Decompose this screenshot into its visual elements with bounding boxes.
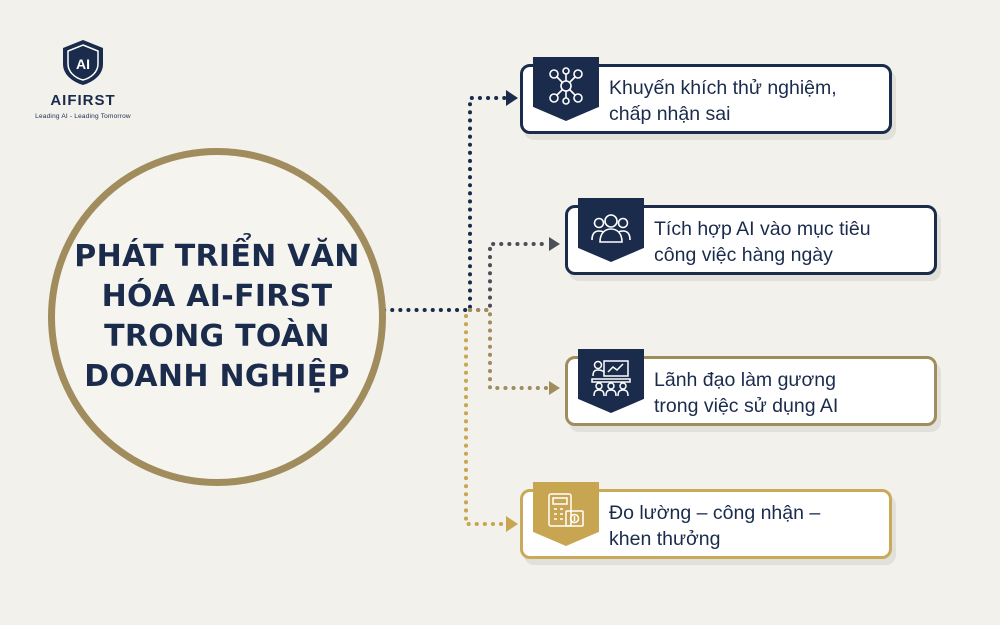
arrowhead-4 bbox=[506, 516, 518, 532]
brand-logo: AI AIFIRST Leading AI - Leading Tomorrow bbox=[28, 38, 138, 120]
item-card-2: Tích hợp AI vào mục tiêu công việc hàng … bbox=[565, 198, 937, 275]
item-3-line1: Lãnh đạo làm gương bbox=[654, 369, 836, 391]
shield-logo-text: AI bbox=[76, 56, 90, 72]
item-2-line2: công việc hàng ngày bbox=[654, 244, 833, 266]
team-icon bbox=[591, 214, 631, 243]
shield-logo-icon: AI bbox=[63, 40, 103, 85]
item-3-line2: trong việc sử dụng AI bbox=[654, 395, 839, 417]
center-title: PHÁT TRIỂN VĂN HÓA AI-FIRST TRONG TOÀN D… bbox=[74, 239, 360, 394]
arrowhead-3 bbox=[549, 381, 560, 395]
connector-navy-1 bbox=[374, 96, 507, 312]
icon-tab-3 bbox=[578, 349, 644, 413]
item-4-line1: Đo lường – công nhận – bbox=[609, 502, 821, 524]
arrowhead-2 bbox=[549, 237, 560, 251]
calculator-money-icon bbox=[548, 493, 584, 527]
icon-tab-4 bbox=[533, 482, 599, 546]
item-label-2: Tích hợp AI vào mục tiêu công việc hàng … bbox=[654, 216, 871, 268]
icon-tab-1 bbox=[533, 57, 599, 121]
connector-navy-2 bbox=[468, 242, 550, 312]
icon-tab-2 bbox=[578, 198, 644, 262]
item-card-3: Lãnh đạo làm gương trong việc sử dụng AI bbox=[565, 349, 937, 426]
item-label-1: Khuyến khích thử nghiệm, chấp nhận sai bbox=[609, 75, 837, 127]
item-card-1: Khuyến khích thử nghiệm, chấp nhận sai bbox=[520, 57, 892, 134]
connector-gold-4 bbox=[464, 314, 507, 526]
center-circle: PHÁT TRIỂN VĂN HÓA AI-FIRST TRONG TOÀN D… bbox=[48, 148, 386, 486]
item-1-line2: chấp nhận sai bbox=[609, 103, 731, 125]
brand-name: AIFIRST bbox=[50, 92, 116, 109]
presentation-icon bbox=[591, 360, 631, 397]
brand-tagline: Leading AI - Leading Tomorrow bbox=[35, 113, 131, 120]
item-4-line2: khen thưởng bbox=[609, 528, 721, 550]
connector-gold-3 bbox=[468, 308, 550, 390]
item-label-4: Đo lường – công nhận – khen thưởng bbox=[609, 500, 820, 552]
item-1-line1: Khuyến khích thử nghiệm, bbox=[609, 77, 837, 99]
network-people-icon bbox=[549, 67, 583, 105]
item-label-3: Lãnh đạo làm gương trong việc sử dụng AI bbox=[654, 367, 838, 419]
arrowhead-1 bbox=[506, 90, 518, 106]
item-2-line1: Tích hợp AI vào mục tiêu bbox=[654, 218, 871, 240]
item-card-4: Đo lường – công nhận – khen thưởng bbox=[520, 482, 892, 559]
